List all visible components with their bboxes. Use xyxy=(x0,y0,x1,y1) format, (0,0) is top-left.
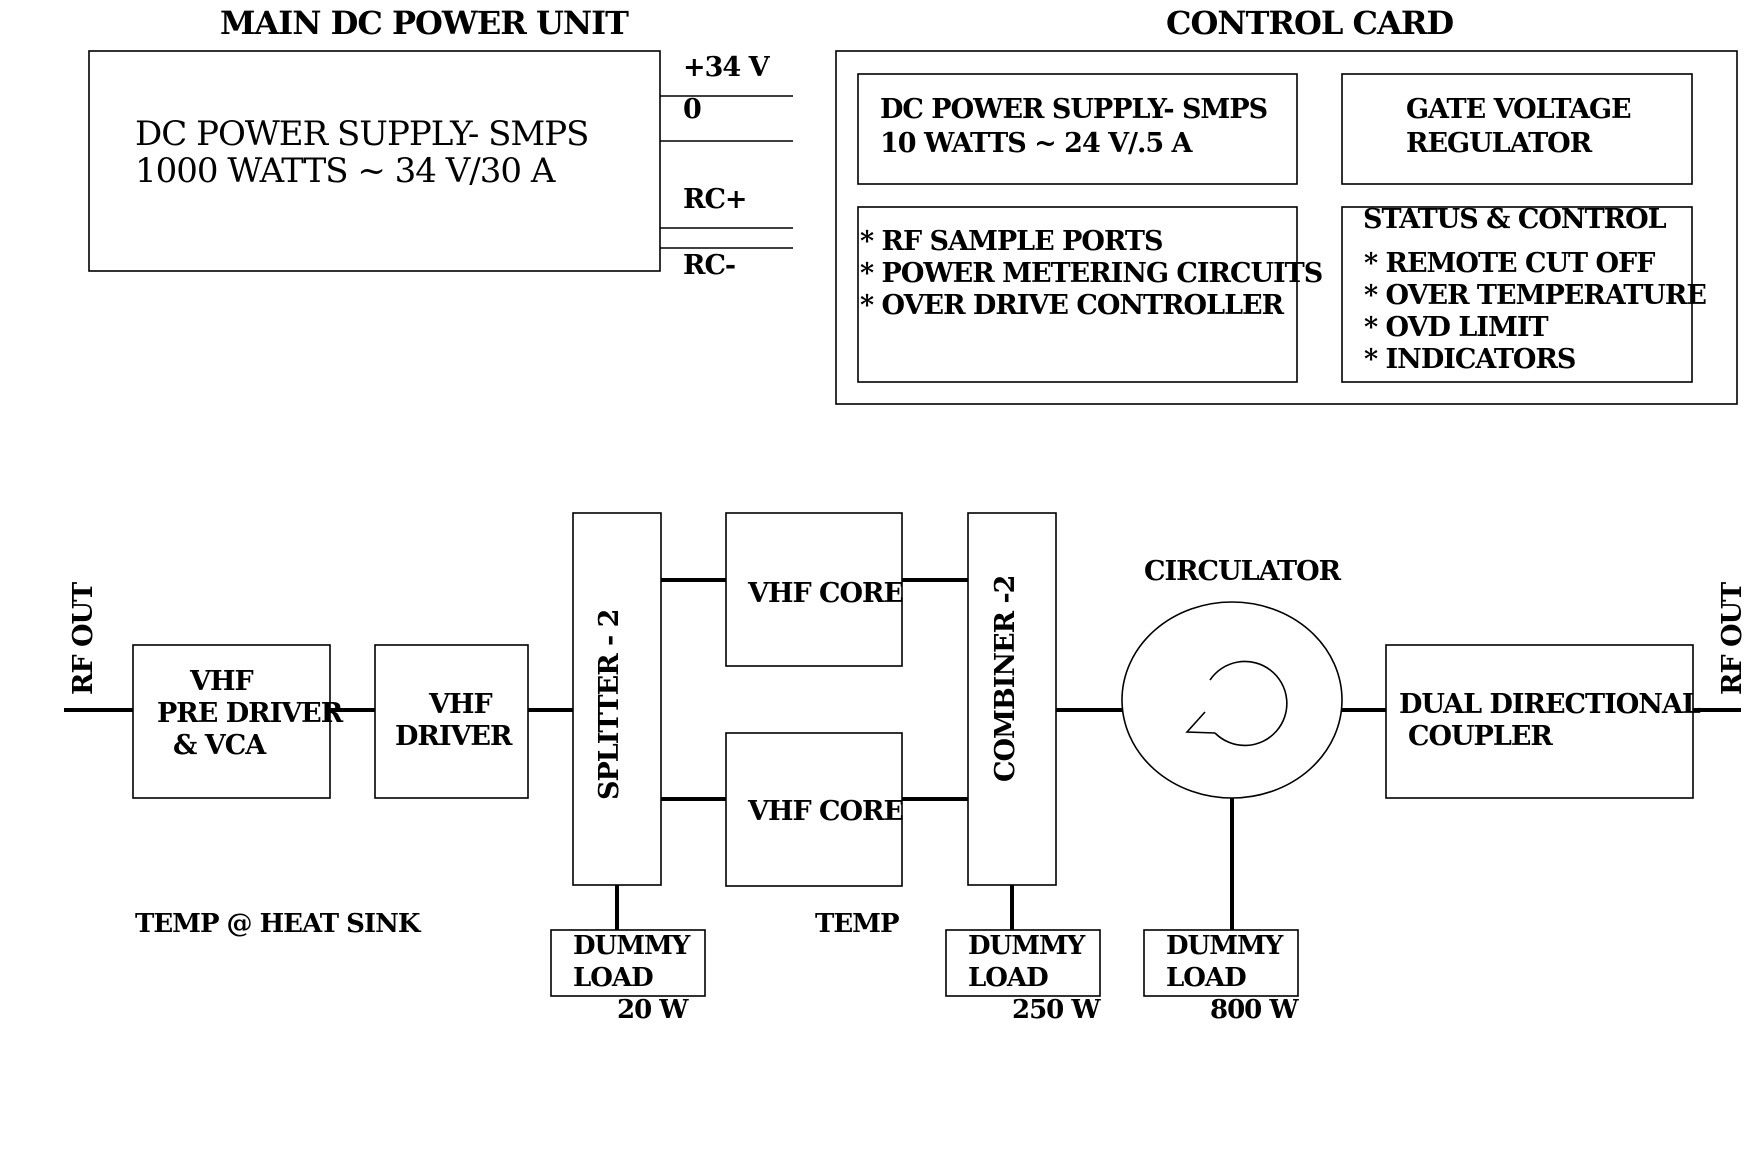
power-unit-line1: DC POWER SUPPLY- SMPS xyxy=(135,114,588,154)
main-dc-power-unit: MAIN DC POWER UNIT DC POWER SUPPLY- SMPS… xyxy=(88,4,793,281)
status-control-box xyxy=(1341,206,1693,383)
power-unit-box xyxy=(88,50,661,272)
splitter-label: SPLITTER - 2 xyxy=(594,610,625,800)
gate-voltage-line2: REGULATOR xyxy=(1406,128,1593,159)
status-item-4: * INDICATORS xyxy=(1364,344,1575,375)
rf-item-3: * OVER DRIVE CONTROLLER xyxy=(860,290,1285,321)
dummy-load-2-box xyxy=(945,929,1101,997)
coupler-box xyxy=(1385,644,1694,799)
terminal-label-rcplus: RC+ xyxy=(683,184,747,215)
pre-driver-line2: PRE DRIVER xyxy=(157,698,344,729)
dummy-load-3-power: 800 W xyxy=(1210,995,1299,1025)
power-unit-line2: 1000 WATTS ~ 34 V/30 A xyxy=(135,151,556,191)
pre-driver-box xyxy=(132,644,331,799)
dummy-load-1-power: 20 W xyxy=(617,995,689,1025)
dummy-load-3-line1: DUMMY xyxy=(1166,931,1284,961)
vhf-core-top-label: VHF CORE xyxy=(747,578,903,609)
control-card-title: CONTROL CARD xyxy=(1166,4,1453,42)
control-smps-box xyxy=(857,73,1298,185)
power-unit-title: MAIN DC POWER UNIT xyxy=(220,4,629,42)
control-smps-line2: 10 WATTS ~ 24 V/.5 A xyxy=(880,128,1194,159)
vhf-core-bottom-label: VHF CORE xyxy=(747,796,903,827)
temp-label: TEMP xyxy=(815,909,899,939)
gate-voltage-line1: GATE VOLTAGE xyxy=(1406,94,1631,125)
rf-out-right-label: RF OUT xyxy=(1717,582,1748,695)
coupler-line1: DUAL DIRECTIONAL xyxy=(1399,689,1701,720)
driver-box xyxy=(374,644,529,799)
control-card-box xyxy=(835,50,1738,405)
dummy-load-2-line1: DUMMY xyxy=(968,931,1086,961)
vhf-core-top-box xyxy=(725,512,903,667)
status-item-1: * REMOTE CUT OFF xyxy=(1364,248,1655,279)
vhf-core-bottom-box xyxy=(725,732,903,887)
status-title: STATUS & CONTROL xyxy=(1363,204,1667,235)
terminal-label-rcminus: RC- xyxy=(683,250,735,281)
pre-driver-line1: VHF xyxy=(189,666,253,697)
control-smps-line1: DC POWER SUPPLY- SMPS xyxy=(880,94,1267,125)
circulator-arrow-icon xyxy=(1209,660,1288,747)
dummy-load-1-line2: LOAD xyxy=(573,963,653,993)
dummy-load-3-box xyxy=(1143,929,1299,997)
driver-line2: DRIVER xyxy=(395,721,513,752)
pre-driver-line3: & VCA xyxy=(173,730,267,761)
dummy-load-2-line2: LOAD xyxy=(968,963,1048,993)
status-item-2: * OVER TEMPERATURE xyxy=(1364,280,1706,311)
dummy-load-2-power: 250 W xyxy=(1012,995,1101,1025)
driver-line1: VHF xyxy=(428,689,492,720)
coupler-line2: COUPLER xyxy=(1408,721,1553,752)
control-card: CONTROL CARD DC POWER SUPPLY- SMPS 10 WA… xyxy=(835,4,1738,405)
dummy-load-3-line2: LOAD xyxy=(1166,963,1246,993)
dummy-load-1-line1: DUMMY xyxy=(573,931,691,961)
rf-out-left-label: RF OUT xyxy=(68,582,99,695)
dummy-load-1-box xyxy=(550,929,706,997)
status-item-3: * OVD LIMIT xyxy=(1364,312,1548,343)
temp-heat-sink-label: TEMP @ HEAT SINK xyxy=(135,909,422,939)
rf-sample-box xyxy=(857,206,1298,383)
circulator-label: CIRCULATOR xyxy=(1144,556,1342,587)
circulator-arrowhead-icon xyxy=(1185,711,1216,734)
rf-chain: RF OUT VHF PRE DRIVER & VCA VHF DRIVER S… xyxy=(64,512,1748,1025)
terminal-label-0: 0 xyxy=(683,94,701,125)
gate-voltage-regulator-box xyxy=(1341,73,1693,185)
rf-item-2: * POWER METERING CIRCUITS xyxy=(860,258,1322,289)
circulator-ellipse xyxy=(1121,601,1343,799)
terminal-label-34v: +34 V xyxy=(683,52,771,83)
rf-item-1: * RF SAMPLE PORTS xyxy=(860,226,1163,257)
combiner-label: COMBINER -2 xyxy=(990,576,1021,782)
